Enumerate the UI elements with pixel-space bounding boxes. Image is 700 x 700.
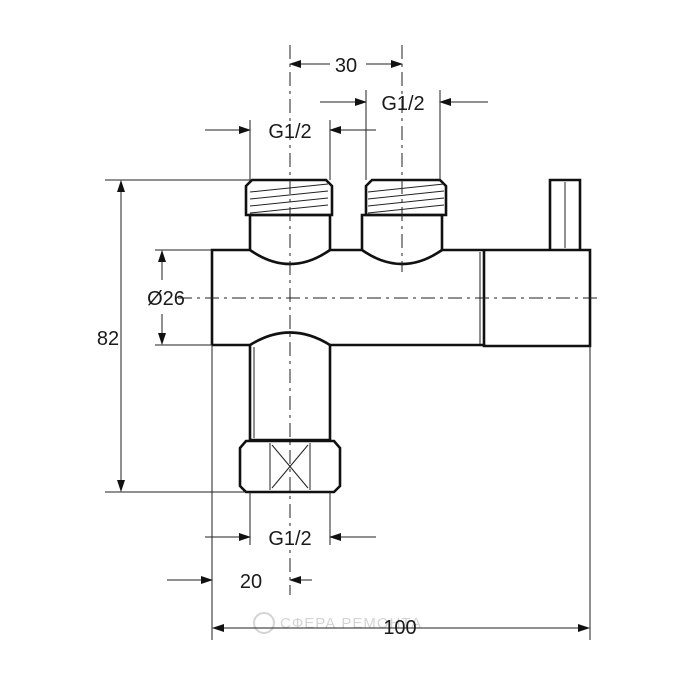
left-top-outlet [244, 178, 334, 266]
right-thread-lines [367, 183, 445, 214]
dimension-label-100: 100 [383, 617, 416, 639]
extension-lines [105, 90, 591, 640]
right-top-outlet [360, 178, 448, 266]
bottom-hex-nut [238, 439, 342, 494]
dimension-top-thread-left: G1/2 [205, 121, 376, 143]
dimension-label-g12-left: G1/2 [268, 121, 311, 143]
dimension-bottom-offset: 20 [167, 571, 312, 593]
dimension-bottom-thread: G1/2 [205, 528, 376, 550]
dimension-label-g12-right: G1/2 [381, 93, 424, 115]
dimension-label-d26: Ø26 [147, 288, 185, 310]
dimension-top-spacing: 30 [289, 55, 403, 77]
handle-lever [548, 178, 582, 250]
dimension-label-30: 30 [335, 55, 357, 77]
center-lines [178, 45, 600, 595]
dimension-label-g12-bottom: G1/2 [268, 528, 311, 550]
dimension-overall-height: 82 [97, 180, 125, 492]
dimension-overall-length: 100 [212, 617, 590, 639]
dimension-label-82: 82 [97, 328, 119, 350]
dimension-top-thread-right: G1/2 [320, 93, 488, 115]
dimension-body-diameter: Ø26 [147, 250, 185, 345]
left-thread-lines [249, 183, 329, 214]
dimension-label-20: 20 [240, 571, 262, 593]
